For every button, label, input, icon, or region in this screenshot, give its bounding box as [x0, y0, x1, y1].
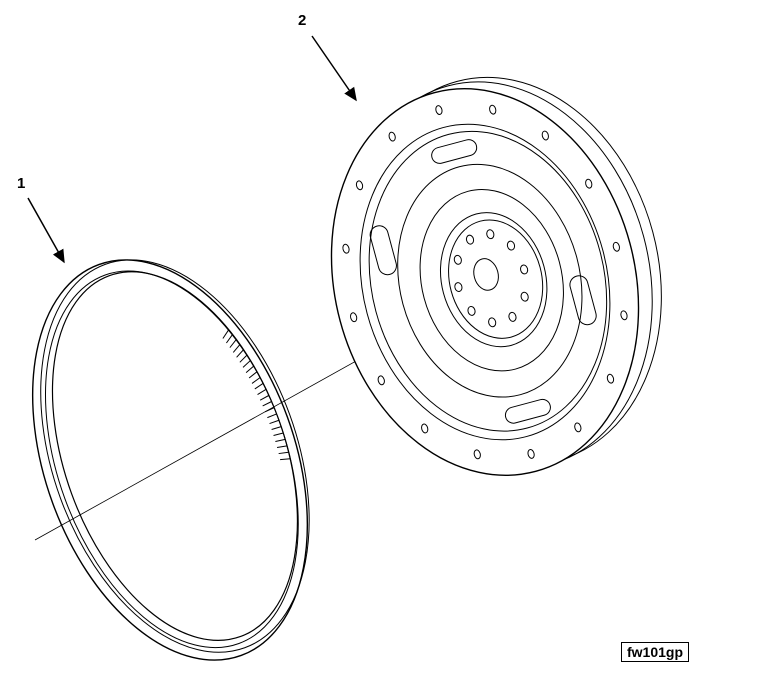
gear-tooth [278, 451, 289, 455]
gear-tooth [232, 344, 241, 353]
flywheel [330, 76, 662, 476]
bolt-hole [620, 310, 628, 321]
bolt-hole [421, 423, 429, 434]
gear-tooth [273, 432, 284, 436]
bolt-hole [489, 104, 497, 115]
hub-hole [488, 317, 497, 328]
bolt-hole [388, 131, 396, 142]
callout-arrow-2 [311, 35, 357, 102]
gear-tooth [259, 394, 270, 401]
figure-id-label: fw101gp [621, 642, 690, 662]
gear-teeth [222, 329, 291, 461]
gear-tooth [262, 401, 272, 407]
gear-tooth [245, 365, 255, 374]
bolt-holes [342, 104, 628, 460]
hub-hole [486, 229, 495, 240]
hub-hole [454, 282, 463, 292]
ring-gear [31, 259, 310, 661]
gear-tooth [242, 360, 251, 368]
gear-tooth [271, 426, 282, 430]
bolt-hole [473, 449, 481, 460]
gear-tooth [257, 388, 267, 395]
bolt-hole [435, 105, 443, 115]
bolt-hole [612, 241, 620, 252]
gear-tooth [222, 329, 230, 339]
gear-tooth [248, 371, 258, 379]
hub-hole [465, 234, 475, 245]
bolt-hole [350, 312, 358, 323]
gear-tooth [229, 339, 237, 348]
gear-tooth [251, 377, 261, 384]
gear-tooth [276, 445, 288, 449]
bolt-hole [355, 180, 364, 191]
gear-tooth [280, 458, 291, 461]
hub-hole [506, 240, 516, 251]
bolt-hole [527, 449, 535, 459]
gear-tooth [254, 382, 264, 390]
hub-holes [453, 229, 529, 328]
gear-tooth [264, 407, 275, 413]
bolt-hole [342, 243, 350, 254]
hub-hole [467, 305, 476, 316]
hub-hole [508, 311, 517, 322]
gear-tooth [226, 334, 233, 344]
callout-label-2: 2 [298, 12, 307, 29]
bolt-hole [377, 375, 385, 386]
bolt-hole [541, 130, 549, 141]
gear-tooth [275, 438, 286, 442]
gear-tooth [239, 354, 248, 363]
bolt-hole [574, 422, 582, 433]
hub-hole [520, 291, 529, 302]
callout-label-1: 1 [17, 175, 26, 192]
callout-arrow-1 [27, 197, 65, 264]
gear-tooth [269, 419, 280, 425]
gear-tooth [236, 349, 244, 358]
hub-hole [453, 254, 462, 265]
hub-hole [520, 264, 529, 275]
gear-tooth [267, 413, 277, 419]
bolt-hole [585, 178, 593, 189]
bolt-hole [606, 373, 615, 384]
